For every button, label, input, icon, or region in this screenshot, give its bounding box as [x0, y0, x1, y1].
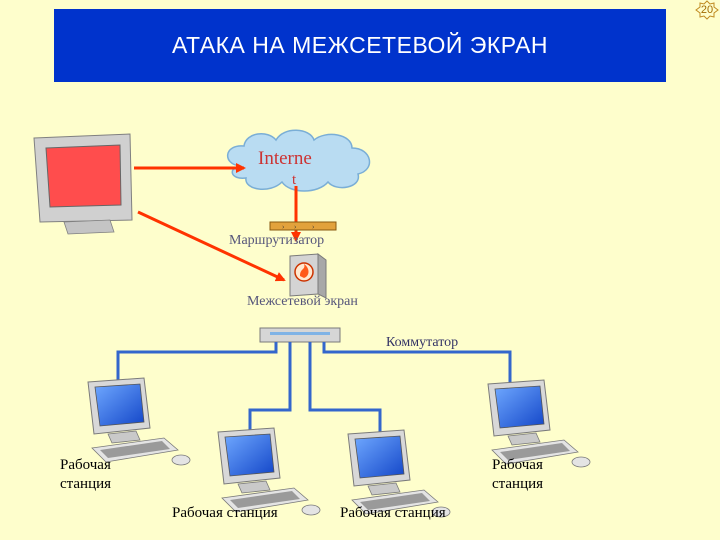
workstation-mid-right [347, 429, 451, 518]
switch-icon [259, 327, 341, 343]
svg-text:›: › [294, 223, 296, 231]
svg-text:›: › [312, 223, 314, 231]
internet-cloud [227, 129, 371, 192]
network-links [116, 342, 512, 434]
attacker-computer [33, 133, 133, 235]
switch-label: Коммутатор [386, 335, 459, 350]
workstation-right-label-line1: Рабочая [492, 457, 543, 473]
workstation-mid-left [217, 427, 321, 516]
firewall-label: Межсетевой экран [247, 294, 358, 309]
attack-arrow-to-firewall [137, 210, 286, 282]
workstation-left-label: Рабочая станция [60, 456, 111, 494]
router-label: Маршрутизатор [229, 233, 325, 248]
slide-number-badge: 20 [695, 0, 719, 20]
workstation-left-label-line1: Рабочая [60, 457, 111, 473]
workstation-mid-right-label: Рабочая станция [340, 505, 446, 521]
workstation-right-label: Рабочая станция [492, 456, 543, 494]
workstation-right-label-line2: станция [492, 476, 544, 492]
workstation-right [487, 379, 591, 468]
firewall-icon [289, 253, 327, 299]
title-bar: АТАКА НА МЕЖСЕТЕВОЙ ЭКРАН [54, 9, 666, 82]
internet-label-cont: t [292, 172, 297, 188]
router-icon: › › › [269, 221, 337, 231]
slide-number: 20 [700, 4, 714, 16]
internet-label: Interne [258, 148, 312, 169]
workstation-left [87, 377, 191, 466]
slide-title: АТАКА НА МЕЖСЕТЕВОЙ ЭКРАН [171, 32, 549, 58]
gear-badge-icon [695, 0, 719, 20]
workstation-mid-left-label: Рабочая станция [172, 505, 278, 521]
svg-text:›: › [282, 223, 284, 231]
workstation-left-label-line2: станция [60, 476, 112, 492]
